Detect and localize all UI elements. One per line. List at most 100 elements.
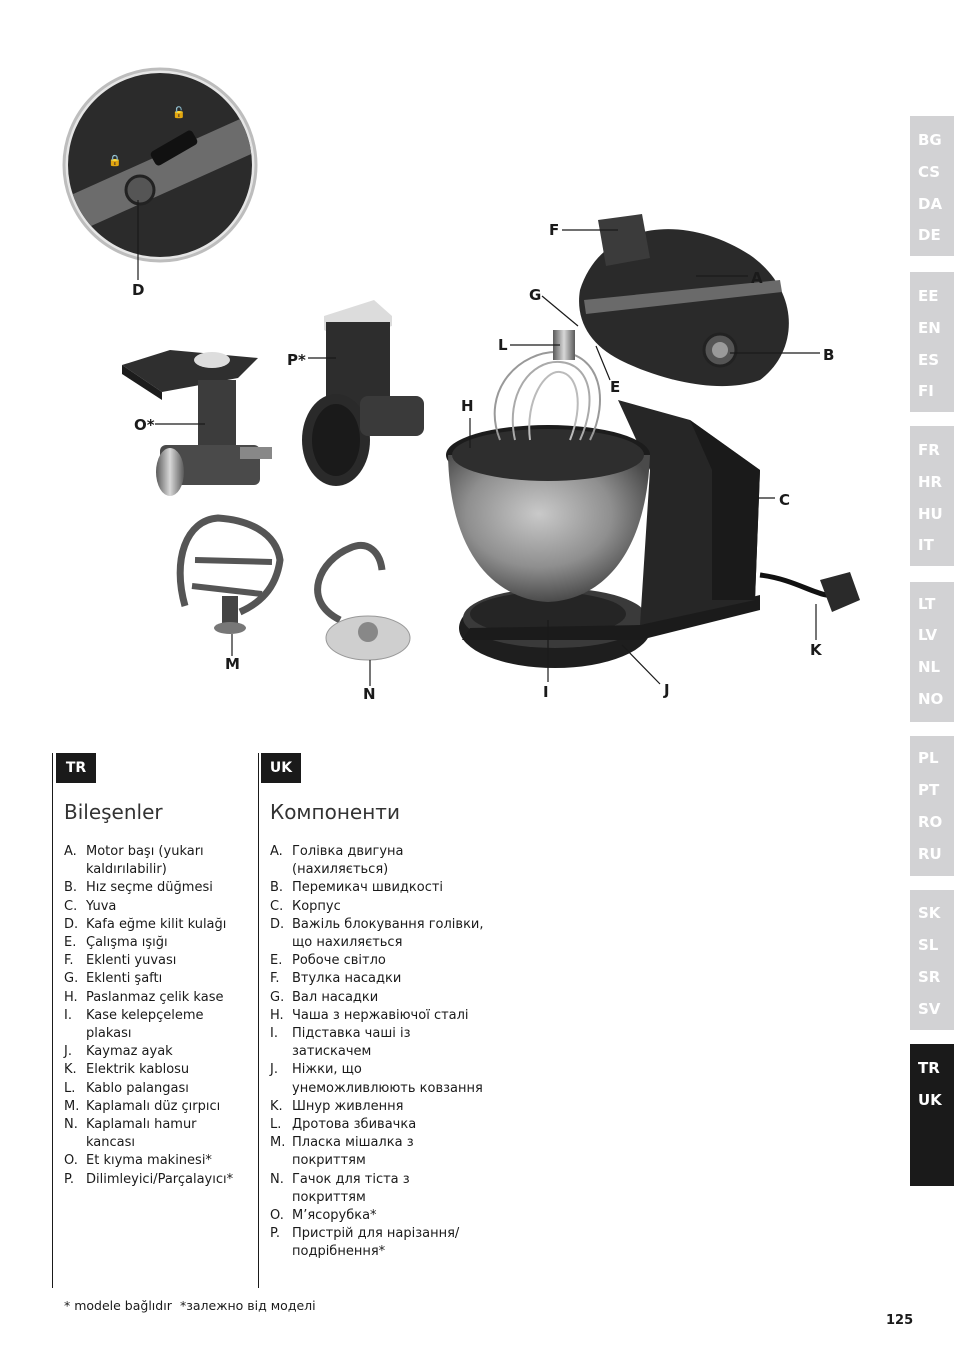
lang-tab-uk[interactable]: UK (918, 1091, 942, 1109)
uk-language-tag: UK (261, 753, 301, 783)
uk-part-key: O. (270, 1208, 284, 1224)
tr-part-item: F. Eklenti yuvası (64, 952, 249, 970)
tr-part-item: A. Motor başı (yukarı kaldırılabilir) (64, 843, 249, 879)
tr-part-item: L.Kablo palangası (64, 1080, 249, 1098)
uk-part-text: Втулка насадки (292, 971, 402, 987)
uk-part-key: L. (270, 1117, 282, 1133)
tr-part-text: Et kıyma makinesi* (86, 1153, 212, 1169)
footnote-uk: *залежно від моделі (180, 1298, 316, 1313)
uk-part-text: Дротова збивачка (292, 1117, 417, 1133)
uk-part-key: H. (270, 1007, 284, 1023)
callout-J: J (664, 681, 670, 699)
tr-part-text: Motor başı (yukarı kaldırılabilir) (86, 844, 204, 878)
tr-part-text: Elektrik kablosu (86, 1062, 190, 1078)
lang-tab-no[interactable]: NO (918, 690, 944, 708)
tr-part-text: Hız seçme düğmesi (86, 880, 213, 896)
svg-text:🔓: 🔓 (172, 106, 186, 119)
uk-part-key: B. (270, 880, 284, 896)
uk-part-key: N. (270, 1171, 284, 1187)
uk-part-key: K. (270, 1098, 283, 1114)
uk-part-item: D. Важіль блокування голівки, що нахиляєт… (270, 916, 485, 952)
callout-G: G (529, 286, 542, 304)
tr-part-text: Eklenti yuvası (86, 953, 177, 969)
uk-part-text: Шнур живлення (292, 1098, 404, 1114)
uk-part-item: O.М’ясорубка* (270, 1207, 485, 1225)
uk-part-text: Важіль блокування голівки, що нахиляєтьс… (292, 916, 484, 951)
uk-part-key: I. (270, 1026, 278, 1042)
tr-part-key: A. (64, 844, 77, 859)
tr-title: Bileşenler (64, 800, 163, 824)
lang-group-4: LT LV NL NO (910, 582, 954, 722)
lang-tab-it[interactable]: IT (918, 536, 934, 554)
uk-part-key: A. (270, 844, 283, 859)
lang-tab-sv[interactable]: SV (918, 1000, 941, 1018)
tr-part-text: Eklenti şaftı (86, 971, 163, 987)
lang-tab-en[interactable]: EN (918, 319, 941, 337)
lang-tab-bg[interactable]: BG (918, 131, 942, 149)
uk-part-key: M. (270, 1135, 286, 1151)
callout-M: M (225, 655, 240, 673)
page-number: 125 (886, 1313, 914, 1328)
tr-parts-list: A.Motor başı (yukarı kaldırılabilir)B.Hı… (64, 843, 249, 1189)
lang-tab-hr[interactable]: HR (918, 473, 943, 491)
lang-tab-fi[interactable]: FI (918, 382, 934, 400)
lang-tab-ro[interactable]: RO (918, 813, 943, 831)
mixer-illustration: 🔓 🔒 (62, 67, 860, 686)
uk-part-text: Вал насадки (292, 989, 379, 1005)
tr-part-key: F. (64, 953, 74, 969)
slicer-shredder (302, 300, 424, 486)
callout-E: E (610, 378, 621, 396)
meat-grinder (122, 350, 272, 496)
uk-part-key: D. (270, 916, 285, 932)
lang-tab-es[interactable]: ES (918, 351, 940, 369)
uk-part-text: Ніжки, що унеможливлюють ковзання (292, 1062, 483, 1096)
uk-part-key: P. (270, 1226, 280, 1242)
tr-part-item: H.Paslanmaz çelik kase (64, 989, 249, 1007)
uk-part-item: L. Дротова збивачка (270, 1116, 485, 1134)
uk-part-text: Гачок для тіста з покриттям (292, 1171, 410, 1205)
lang-tab-sr[interactable]: SR (918, 968, 941, 986)
lang-tab-ru[interactable]: RU (918, 845, 942, 863)
dough-hook (314, 542, 411, 686)
lang-tab-nl[interactable]: NL (918, 658, 941, 676)
tr-language-tag: TR (56, 753, 96, 783)
tr-part-key: K. (64, 1062, 77, 1078)
stand-mixer (446, 214, 860, 668)
tr-part-text: Kaplamalı düz çırpıcı (86, 1098, 221, 1114)
lang-group-2: EE EN ES FI (910, 272, 954, 412)
tr-part-item: P.Dilimleyici/Parçalayıcı* (64, 1171, 249, 1189)
lang-tab-pl[interactable]: PL (918, 749, 939, 767)
callout-O: O* (134, 416, 155, 434)
lang-group-3: FR HR HU IT (910, 426, 954, 566)
uk-part-item: E.Робоче світло (270, 952, 485, 970)
lang-tab-ee[interactable]: EE (918, 287, 939, 305)
tr-part-item: E.Çalışma ışığı (64, 934, 249, 952)
tr-part-text: Kaplamalı hamur kancası (86, 1117, 197, 1151)
lang-tab-sl[interactable]: SL (918, 936, 939, 954)
tr-part-item: D.Kafa eğme kilit kulağı (64, 916, 249, 934)
uk-part-item: J. Ніжки, що унеможливлюють ковзання (270, 1061, 485, 1097)
lang-tab-sk[interactable]: SK (918, 904, 941, 922)
lang-tab-hu[interactable]: HU (918, 505, 943, 523)
lock-lever-detail: 🔓 🔒 (62, 67, 258, 280)
uk-part-item: K. Шнур живлення (270, 1098, 485, 1116)
lang-group-6: SK SL SR SV (910, 890, 954, 1030)
lang-tab-de[interactable]: DE (918, 226, 941, 244)
tr-part-key: G. (64, 971, 79, 987)
lang-tab-tr[interactable]: TR (918, 1059, 940, 1077)
tr-part-text: Çalışma ışığı (86, 935, 168, 951)
lang-tab-da[interactable]: DA (918, 195, 943, 213)
tr-part-key: L. (64, 1080, 76, 1096)
lang-tab-pt[interactable]: PT (918, 781, 940, 799)
uk-part-text: Підставка чаші із затискачем (292, 1026, 411, 1060)
tr-part-key: J. (64, 1044, 72, 1060)
uk-part-key: J. (270, 1062, 278, 1078)
lang-tab-fr[interactable]: FR (918, 441, 940, 459)
lang-tab-lt[interactable]: LT (918, 595, 936, 613)
tr-part-item: C.Yuva (64, 898, 249, 916)
lang-tab-cs[interactable]: CS (918, 163, 941, 181)
tr-part-item: N.Kaplamalı hamur kancası (64, 1116, 249, 1152)
lang-tab-lv[interactable]: LV (918, 626, 938, 644)
uk-part-key: C. (270, 898, 284, 914)
callout-A: A (751, 269, 763, 287)
